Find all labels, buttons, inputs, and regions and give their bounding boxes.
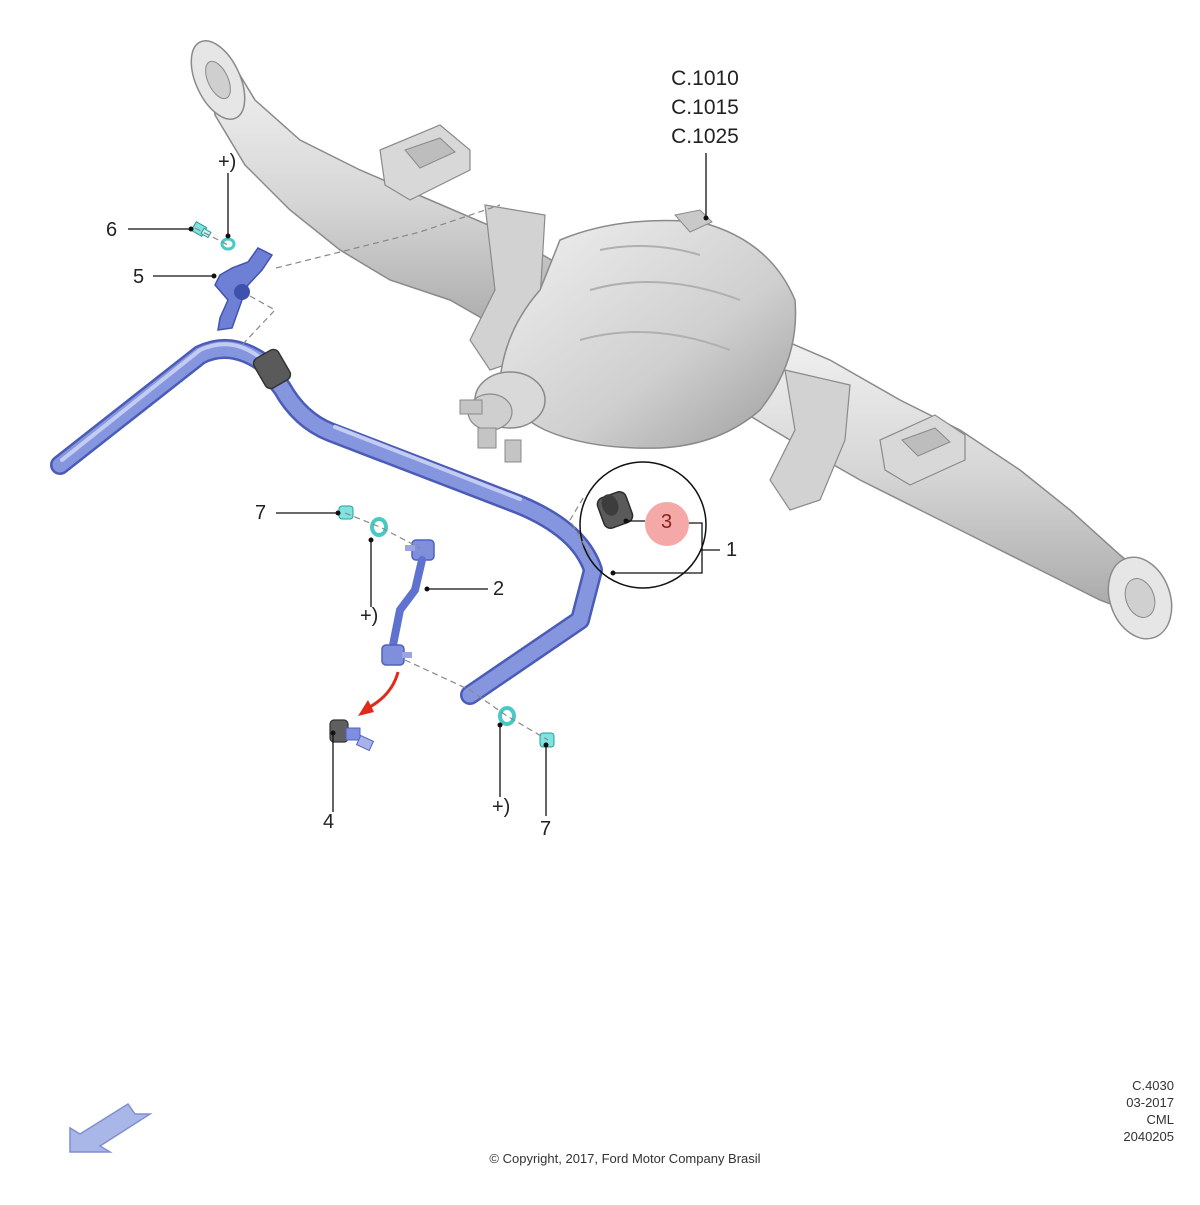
axle-ref-3: C.1025 [671, 125, 739, 148]
axle-reference-codes: C.1010 C.1015 C.1025 [650, 64, 760, 151]
callout-plus-middle: +) [360, 605, 379, 627]
bushing-clamp [214, 247, 274, 331]
drawing-date: 03-2017 [1126, 1095, 1174, 1110]
spring-seat-left-top [404, 137, 456, 169]
ball-joint-stud [329, 719, 375, 752]
callout-2[interactable]: 2 [493, 578, 505, 600]
nut-7-upper [338, 505, 354, 520]
leader-dots [188, 215, 709, 748]
drawing-metadata: C.4030 03-2017 CML 2040205 [1123, 1077, 1174, 1145]
stabilizer-link [381, 539, 435, 666]
axle-ref-2: C.1015 [671, 96, 739, 119]
callout-6[interactable]: 6 [106, 219, 118, 241]
washer-upper [220, 237, 236, 251]
callout-4[interactable]: 4 [323, 811, 335, 833]
differential-housing [499, 219, 797, 449]
pinion-yoke [459, 371, 546, 463]
detail-circle [579, 461, 707, 589]
axle-flange-right-hub [1124, 578, 1156, 618]
differential-cover-ribs [579, 245, 741, 351]
stabilizer-bar [50, 338, 603, 705]
stabilizer-bar-bushing [252, 348, 292, 390]
washer-middle [370, 517, 388, 537]
callout-3[interactable]: 3 [661, 511, 673, 533]
part-3-hotspot[interactable] [645, 502, 689, 546]
callout-7-upper[interactable]: 7 [255, 502, 267, 524]
drawing-number: 2040205 [1123, 1129, 1174, 1144]
stabilizer-bar-body [52, 341, 601, 703]
stabilizer-bar-highlight [60, 342, 522, 501]
assembly-direction-arrow [358, 671, 400, 716]
washer-lower [498, 706, 516, 726]
callout-plus-upper: +) [218, 151, 237, 173]
bushing-detail [596, 491, 634, 529]
callout-5[interactable]: 5 [133, 266, 145, 288]
callout-plus-lower: +) [492, 796, 511, 818]
leader-lines [128, 153, 720, 816]
drawing-code: C.4030 [1132, 1078, 1174, 1093]
callout-1[interactable]: 1 [726, 539, 738, 561]
differential-top-boss [674, 209, 713, 233]
shock-bracket-right [769, 369, 851, 511]
rear-axle-housing [190, 40, 1173, 640]
copyright-notice: © Copyright, 2017, Ford Motor Company Br… [489, 1151, 761, 1166]
drawing-author: CML [1146, 1112, 1174, 1127]
axle-flange-left-hub [205, 60, 231, 100]
assembly-guide-lines [194, 204, 591, 741]
axle-ref-1: C.1010 [671, 67, 739, 90]
navigation-arrow-icon[interactable] [69, 1102, 153, 1153]
callout-7-lower[interactable]: 7 [540, 818, 552, 840]
spring-seat-right-top [901, 427, 951, 457]
